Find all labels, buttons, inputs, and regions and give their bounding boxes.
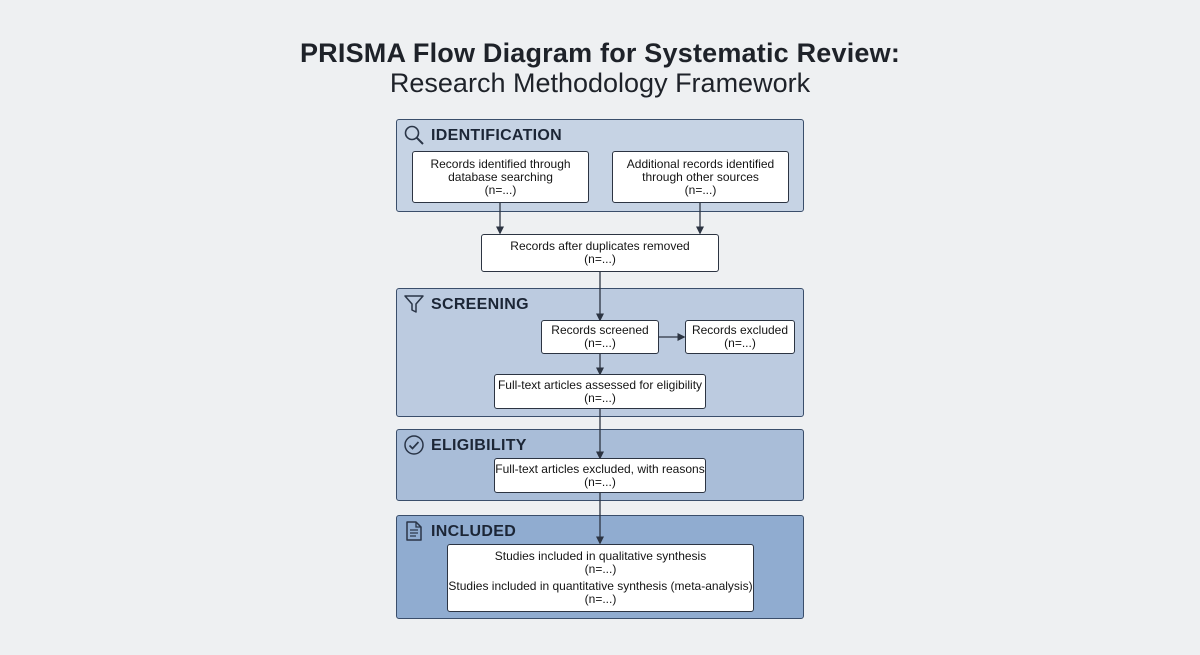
phase-label-screening: SCREENING [431, 296, 529, 313]
diagram-subtitle: Research Methodology Framework [389, 68, 811, 98]
box-duplicates-removed: Records after duplicates removed (n=...) [481, 234, 719, 272]
diagram-title: PRISMA Flow Diagram for Systematic Revie… [299, 38, 901, 68]
box-fulltext-assessed: Full-text articles assessed for eligibil… [494, 374, 706, 409]
box-records-excluded: Records excluded (n=...) [685, 320, 795, 354]
document-icon [403, 520, 425, 542]
phase-label-identification: IDENTIFICATION [431, 127, 563, 144]
funnel-icon [403, 293, 425, 315]
check-circle-icon [403, 434, 425, 456]
box-other-sources: Additional records identified through ot… [612, 151, 789, 203]
box-records-screened: Records screened (n=...) [541, 320, 659, 354]
box-studies-included: Studies included in qualitative synthesi… [447, 544, 754, 612]
box-database-records: Records identified through database sear… [412, 151, 589, 203]
phase-label-eligibility: ELIGIBILITY [431, 437, 527, 454]
box-fulltext-excluded: Full-text articles excluded, with reason… [494, 458, 706, 493]
phase-label-included: INCLUDED [431, 523, 517, 540]
magnifier-icon [403, 124, 425, 146]
